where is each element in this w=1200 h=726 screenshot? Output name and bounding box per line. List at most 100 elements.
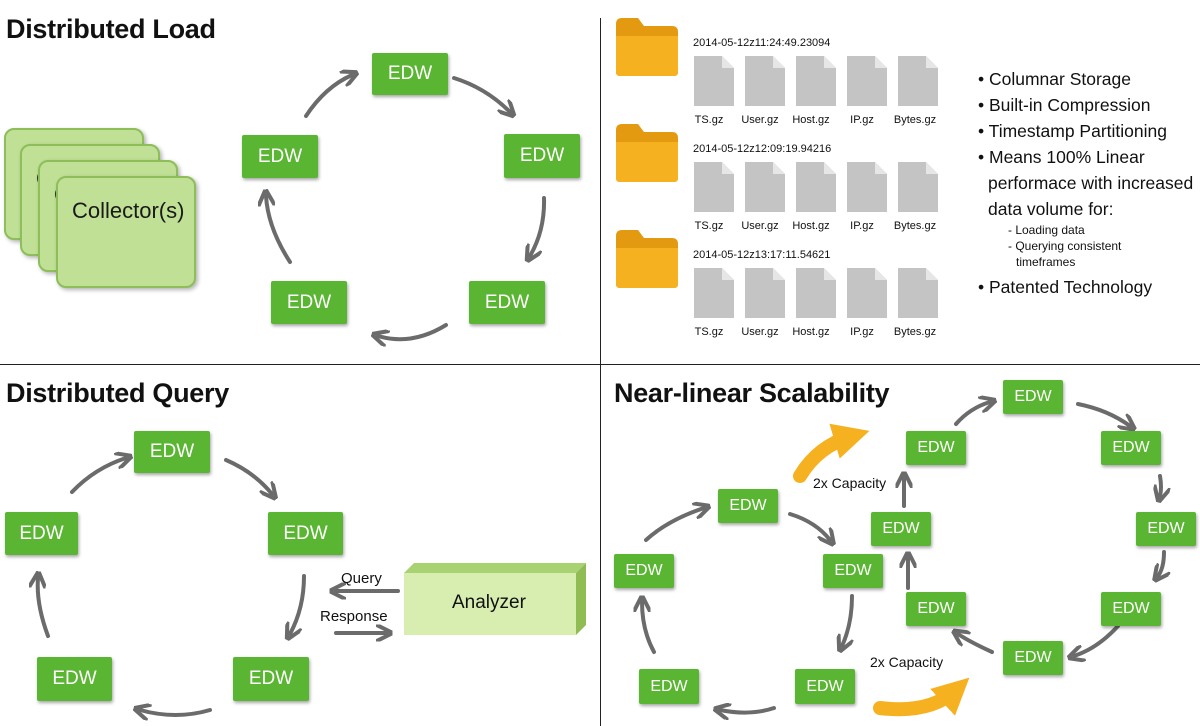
capacity-arrow-top xyxy=(793,423,870,483)
file-icon xyxy=(898,268,938,318)
arrow-q4-1 xyxy=(644,508,704,542)
file-icon xyxy=(898,162,938,212)
partition-timestamp: 2014-05-12z13:17:11.54621 xyxy=(693,249,831,261)
analyzer-label: Analyzer xyxy=(452,592,526,613)
edw-node-q1-top: EDW xyxy=(372,53,448,95)
file-icon xyxy=(796,56,836,106)
arrow-q3-5 xyxy=(38,578,50,638)
file-label: User.gz xyxy=(741,326,779,338)
edw-node-q4-big-top: EDW xyxy=(1003,380,1063,414)
bullet-item-continued: data volume for: xyxy=(988,199,1114,219)
file-label: Bytes.gz xyxy=(893,114,937,126)
folder-icon xyxy=(616,124,678,182)
sub-bullet-item-continued: timeframes xyxy=(1016,255,1076,269)
edw-node-q1-right: EDW xyxy=(504,134,580,178)
file-label: Bytes.gz xyxy=(893,326,937,338)
file-label: User.gz xyxy=(741,114,779,126)
arrow-q4b-2 xyxy=(1076,402,1130,426)
file-icon xyxy=(745,162,785,212)
file-icon xyxy=(796,162,836,212)
file-label: Host.gz xyxy=(792,114,830,126)
arrow-q3-3 xyxy=(290,574,306,634)
arrow-q4-5 xyxy=(642,602,656,654)
arrow-q4b-1 xyxy=(954,402,990,426)
file-label: Bytes.gz xyxy=(893,220,937,232)
arrow-q4-3 xyxy=(842,594,854,646)
arrow-q1-2 xyxy=(452,76,510,112)
title-distributed-query: Distributed Query xyxy=(6,378,229,408)
bullet-item: • Means 100% Linear xyxy=(978,147,1145,167)
horizontal-divider xyxy=(0,364,1200,365)
file-label: TS.gz xyxy=(694,220,724,232)
file-label: IP.gz xyxy=(850,326,874,338)
file-label: User.gz xyxy=(741,220,779,232)
file-icon xyxy=(745,56,785,106)
file-label: TS.gz xyxy=(694,326,724,338)
analyzer-box xyxy=(404,563,586,635)
file-icon xyxy=(745,268,785,318)
file-icon xyxy=(847,162,887,212)
edw-node-q4-big-bottom: EDW xyxy=(1003,641,1063,675)
edw-node-q3-right: EDW xyxy=(268,512,343,555)
edw-node-q4-big-mid-left: EDW xyxy=(871,512,931,546)
edw-node-q3-bottom-left: EDW xyxy=(37,657,112,701)
title-distributed-load: Distributed Load xyxy=(6,14,216,44)
arrow-q4-2 xyxy=(788,512,830,540)
arrow-q1-1 xyxy=(304,75,352,118)
edw-node-q4-small-bottom-right: EDW xyxy=(795,669,855,704)
file-label: TS.gz xyxy=(694,114,724,126)
bullet-item-continued: performace with increased xyxy=(988,173,1194,193)
edw-node-q4-small-right: EDW xyxy=(823,554,883,588)
bullet-item: • Timestamp Partitioning xyxy=(978,121,1167,141)
arrow-q3-4 xyxy=(140,710,212,715)
partition-timestamp: 2014-05-12z12:09:19.94216 xyxy=(693,143,832,155)
file-icon xyxy=(694,162,734,212)
capacity-label-bottom: 2x Capacity xyxy=(870,654,944,670)
file-icon xyxy=(694,56,734,106)
arrow-q4b-6 xyxy=(958,634,994,654)
edw-node-q3-top: EDW xyxy=(134,431,210,473)
file-icon xyxy=(694,268,734,318)
feature-bullet-list: • Columnar Storage • Built-in Compressio… xyxy=(978,66,1193,300)
collector-card-front: Collector(s) xyxy=(56,176,196,288)
edw-node-q4-big-mid-right: EDW xyxy=(1136,512,1196,546)
arrow-q3-2 xyxy=(224,458,272,494)
edw-node-q4-small-top: EDW xyxy=(718,489,778,523)
arrow-q4b-4 xyxy=(1158,550,1164,576)
arrow-q3-1 xyxy=(70,458,126,494)
file-label: IP.gz xyxy=(850,220,874,232)
edw-node-q4-big-upper-left: EDW xyxy=(906,431,966,465)
bullet-item: • Built-in Compression xyxy=(978,95,1151,115)
sub-bullet-item: - Querying consistent xyxy=(1008,239,1122,253)
edw-node-q4-big-lower-right: EDW xyxy=(1101,592,1161,626)
edw-node-q3-left: EDW xyxy=(5,512,78,555)
edw-node-q4-small-left: EDW xyxy=(614,554,674,588)
file-label: Host.gz xyxy=(792,326,830,338)
arrow-q4-4 xyxy=(720,708,776,713)
file-icon xyxy=(847,56,887,106)
vertical-divider xyxy=(600,18,601,726)
file-icon xyxy=(847,268,887,318)
edw-node-q4-big-lower-left: EDW xyxy=(906,592,966,626)
capacity-arrow-bottom xyxy=(873,677,970,717)
file-label: IP.gz xyxy=(850,114,874,126)
sub-bullet-item: - Loading data xyxy=(1008,223,1085,237)
bullet-item: • Columnar Storage xyxy=(978,69,1132,89)
arrow-q1-5 xyxy=(266,196,292,264)
edw-node-q4-small-bottom-left: EDW xyxy=(639,669,699,704)
title-near-linear-scalability: Near-linear Scalability xyxy=(614,378,890,408)
collector-label: Collector(s) xyxy=(72,198,185,223)
arrow-q1-3 xyxy=(530,196,547,256)
arrow-q1-4 xyxy=(378,323,448,339)
folder-icon xyxy=(616,230,678,288)
arrow-q4b-5 xyxy=(1074,624,1120,656)
folder-icon xyxy=(616,18,678,76)
capacity-label-top: 2x Capacity xyxy=(813,475,887,491)
file-icon xyxy=(796,268,836,318)
bullet-item: • Patented Technology xyxy=(978,277,1153,297)
file-label: Host.gz xyxy=(792,220,830,232)
file-icon xyxy=(898,56,938,106)
edw-node-q1-bottom-right: EDW xyxy=(469,281,545,324)
edw-node-q3-bottom-right: EDW xyxy=(233,657,309,701)
